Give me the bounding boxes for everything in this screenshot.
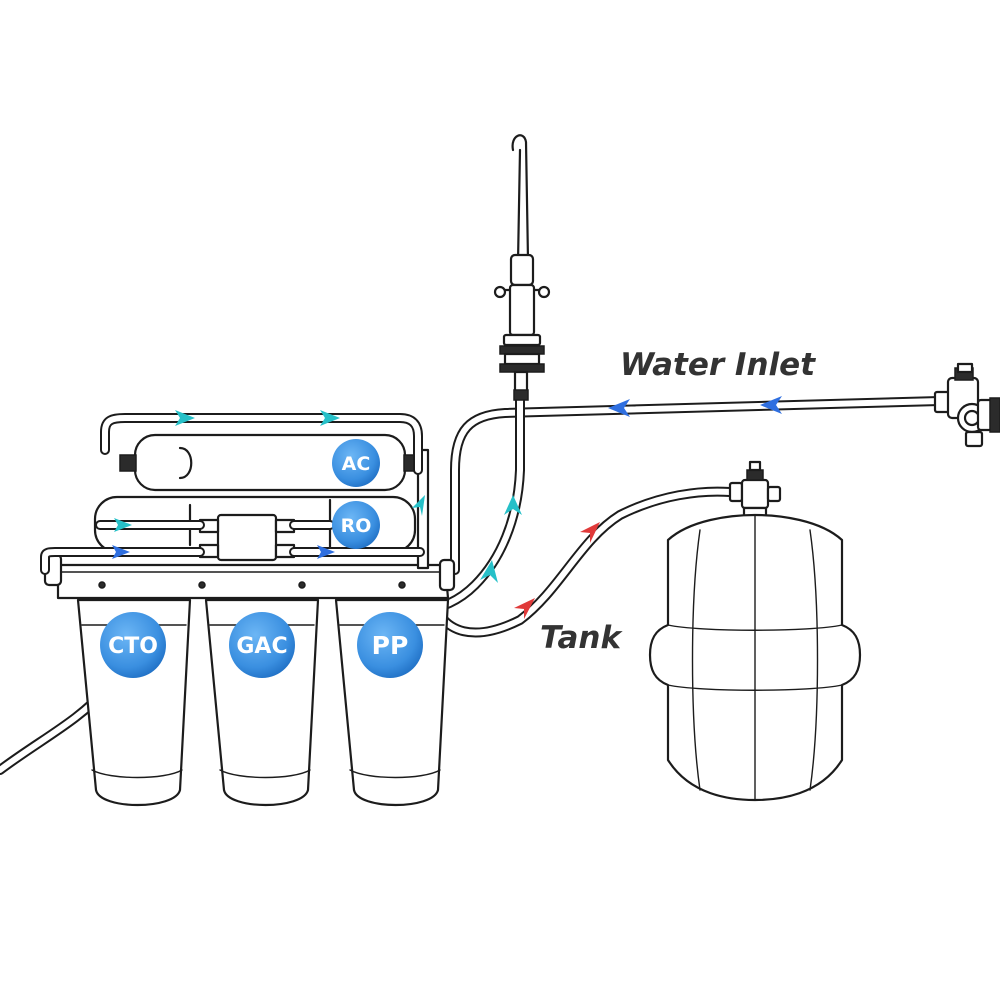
badge-cto-label: CTO: [108, 634, 158, 659]
badge-pp-label: PP: [372, 631, 409, 660]
water-inlet-label: Water Inlet: [620, 347, 816, 383]
arrow-bottom-1: [112, 545, 130, 559]
arrow-tank-2: [514, 598, 535, 619]
flow-arrows: [112, 396, 782, 619]
badge-pp: PP: [357, 612, 423, 678]
tank-label: Tank: [540, 620, 623, 656]
badge-ac-label: AC: [342, 453, 371, 475]
badge-ro-label: RO: [341, 515, 372, 537]
arrow-inlet-1: [760, 396, 782, 414]
arrow-top-2: [320, 410, 340, 426]
badge-gac: GAC: [229, 612, 295, 678]
arrow-top-1: [175, 410, 195, 426]
arrow-membrane: [114, 518, 132, 532]
tank-tube: [425, 486, 735, 638]
arrow-tank-1: [580, 522, 600, 543]
ro-system: [40, 413, 456, 806]
arrow-ro-out: [412, 495, 425, 516]
badge-ro: RO: [332, 501, 380, 549]
inlet-valve: [933, 362, 1000, 448]
badge-gac-label: GAC: [236, 634, 287, 659]
storage-tank: [648, 460, 862, 802]
faucet: [493, 134, 551, 401]
badge-ac: AC: [332, 439, 380, 487]
arrow-faucet-1: [504, 495, 522, 515]
badge-cto: CTO: [100, 612, 166, 678]
arrow-bottom-2: [317, 545, 335, 559]
arrow-faucet-2: [480, 560, 498, 583]
arrow-inlet-2: [608, 399, 630, 417]
inlet-tube: [450, 396, 945, 575]
